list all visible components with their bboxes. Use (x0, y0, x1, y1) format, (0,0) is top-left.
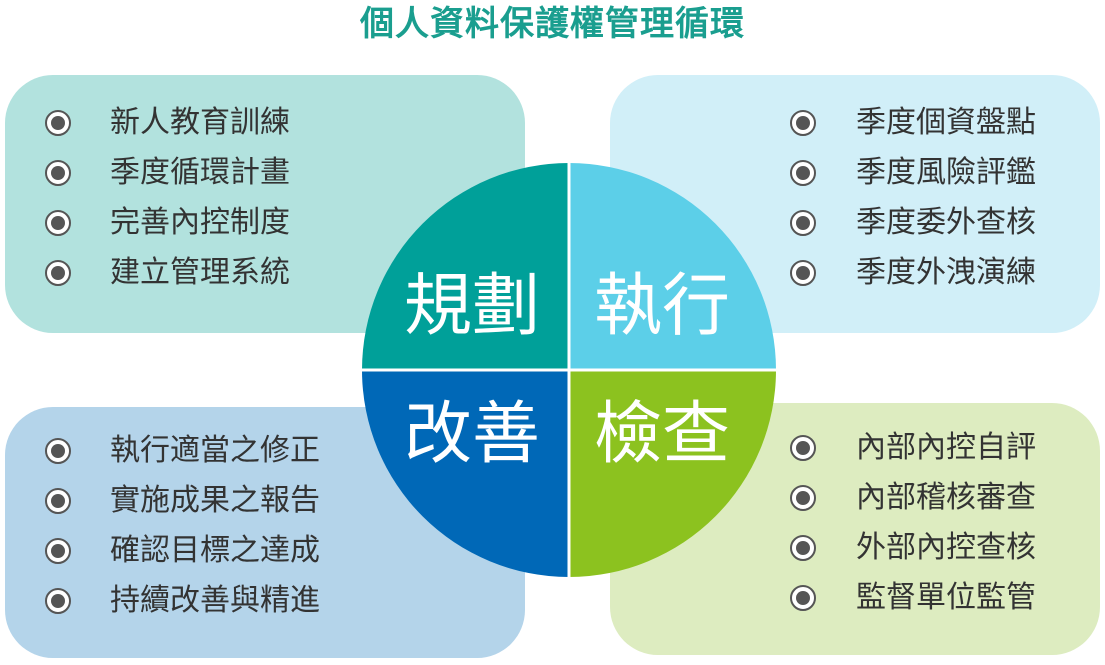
do-quadrant (569, 163, 776, 370)
radio-bullet-icon (45, 110, 71, 136)
radio-bullet-icon (790, 585, 816, 611)
list-item-label: 監督單位監管 (856, 580, 1036, 615)
radio-bullet-icon (790, 210, 816, 236)
radio-bullet-icon (45, 160, 71, 186)
check-quadrant (569, 370, 776, 577)
list-item: 完善內控制度 (45, 198, 465, 248)
act-quadrant (362, 370, 569, 577)
plan-quadrant (362, 163, 569, 370)
pdca-circle: 規劃 執行 改善 檢查 (362, 163, 776, 577)
list-item: 建立管理系統 (45, 248, 465, 298)
act-list: 執行適當之修正 實施成果之報告 確認目標之達成 持續改善與精進 (45, 426, 465, 626)
do-label: 執行 (594, 267, 730, 346)
radio-bullet-icon (790, 535, 816, 561)
radio-bullet-icon (45, 538, 71, 564)
check-list: 內部內控自評 內部稽核審查 外部內控查核 監督單位監管 (790, 423, 1090, 623)
list-item-label: 外部內控查核 (856, 530, 1036, 565)
radio-bullet-icon (790, 160, 816, 186)
list-item: 季度委外查核 (790, 198, 1090, 248)
list-item-label: 季度個資盤點 (856, 105, 1036, 140)
diagram-title: 個人資料保護權管理循環 (360, 4, 745, 44)
list-item: 內部稽核審查 (790, 473, 1090, 523)
do-list: 季度個資盤點 季度風險評鑑 季度委外查核 季度外洩演練 (790, 98, 1090, 298)
list-item-label: 季度風險評鑑 (856, 155, 1036, 190)
list-item-label: 確認目標之達成 (110, 533, 320, 568)
act-label: 改善 (404, 395, 540, 474)
list-item: 監督單位監管 (790, 573, 1090, 623)
plan-label: 規劃 (404, 267, 540, 346)
list-item-label: 季度委外查核 (856, 205, 1036, 240)
list-item-label: 內部稽核審查 (856, 480, 1036, 515)
radio-bullet-icon (45, 260, 71, 286)
radio-bullet-icon (790, 485, 816, 511)
list-item: 實施成果之報告 (45, 476, 465, 526)
radio-bullet-icon (790, 435, 816, 461)
list-item-label: 內部內控自評 (856, 430, 1036, 465)
list-item: 季度個資盤點 (790, 98, 1090, 148)
list-item: 季度風險評鑑 (790, 148, 1090, 198)
list-item: 外部內控查核 (790, 523, 1090, 573)
list-item-label: 持續改善與精進 (110, 583, 320, 618)
radio-bullet-icon (45, 588, 71, 614)
list-item: 持續改善與精進 (45, 576, 465, 626)
list-item-label: 季度循環計畫 (110, 155, 290, 190)
radio-bullet-icon (45, 438, 71, 464)
list-item-label: 季度外洩演練 (856, 255, 1036, 290)
list-item: 確認目標之達成 (45, 526, 465, 576)
list-item: 季度外洩演練 (790, 248, 1090, 298)
plan-list: 新人教育訓練 季度循環計畫 完善內控制度 建立管理系統 (45, 98, 465, 298)
list-item: 季度循環計畫 (45, 148, 465, 198)
list-item-label: 建立管理系統 (110, 255, 290, 290)
list-item-label: 完善內控制度 (110, 205, 290, 240)
radio-bullet-icon (790, 260, 816, 286)
list-item: 執行適當之修正 (45, 426, 465, 476)
list-item-label: 實施成果之報告 (110, 483, 320, 518)
radio-bullet-icon (45, 210, 71, 236)
list-item-label: 執行適當之修正 (110, 433, 320, 468)
list-item-label: 新人教育訓練 (110, 105, 290, 140)
radio-bullet-icon (790, 110, 816, 136)
check-label: 檢查 (594, 395, 730, 474)
radio-bullet-icon (45, 488, 71, 514)
list-item: 內部內控自評 (790, 423, 1090, 473)
list-item: 新人教育訓練 (45, 98, 465, 148)
